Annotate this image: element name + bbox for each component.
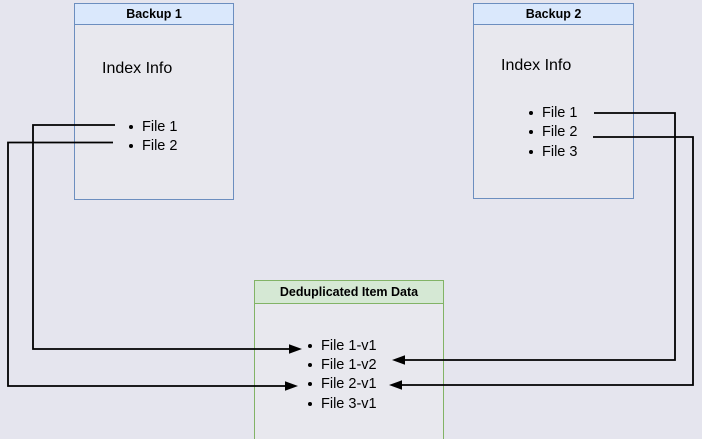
backup2-file-1: File 1 [542, 104, 578, 121]
backup2-title: Backup 2 [525, 7, 582, 21]
backup2-index-info-label: Index Info [501, 57, 572, 74]
bullet-icon [129, 124, 133, 129]
list-item: File 1 [529, 103, 577, 123]
backup1-title: Backup 1 [126, 7, 182, 21]
backup2-header: Backup 2 [474, 4, 633, 25]
list-item: File 2 [529, 123, 577, 143]
list-item: File 1 [129, 117, 177, 136]
dedup-item-file1v2: File 1-v2 [321, 356, 377, 373]
bullet-icon [529, 149, 533, 154]
dedup-box: Deduplicated Item Data File 1-v1 File 1-… [254, 280, 444, 440]
backup1-header: Backup 1 [75, 4, 233, 25]
list-item: File 2-v1 [308, 375, 377, 394]
dedup-item-file2v1: File 2-v1 [321, 376, 377, 393]
list-item: File 1-v2 [308, 355, 377, 374]
bullet-icon [308, 362, 312, 367]
list-item: File 2 [129, 136, 177, 155]
backup2-file-list: File 1 File 2 File 3 [529, 103, 577, 162]
bullet-icon [129, 143, 133, 148]
bullet-icon [308, 343, 312, 348]
dedup-item-list: File 1-v1 File 1-v2 File 2-v1 File 3-v1 [308, 336, 377, 413]
bullet-icon [308, 401, 312, 406]
backup1-file-1: File 1 [142, 118, 178, 135]
backup2-box: Backup 2 Index Info File 1 File 2 File 3 [473, 3, 634, 199]
canvas-bottom-edge [0, 439, 702, 442]
backup2-file-3: File 3 [542, 143, 578, 160]
dedup-item-file3v1: File 3-v1 [321, 395, 377, 412]
list-item: File 1-v1 [308, 336, 377, 355]
backup1-file-2: File 2 [142, 137, 178, 154]
bullet-icon [529, 130, 533, 135]
dedup-item-file1v1: File 1-v1 [321, 337, 377, 354]
dedup-header: Deduplicated Item Data [255, 281, 443, 304]
bullet-icon [529, 110, 533, 115]
bullet-icon [308, 382, 312, 387]
list-item: File 3 [529, 142, 577, 162]
backup1-index-info-label: Index Info [102, 60, 173, 77]
backup1-box: Backup 1 Index Info File 1 File 2 [74, 3, 234, 200]
backup1-file-list: File 1 File 2 [129, 117, 177, 156]
backup2-file-2: File 2 [542, 124, 578, 141]
dedup-title: Deduplicated Item Data [279, 285, 419, 299]
list-item: File 3-v1 [308, 394, 377, 413]
